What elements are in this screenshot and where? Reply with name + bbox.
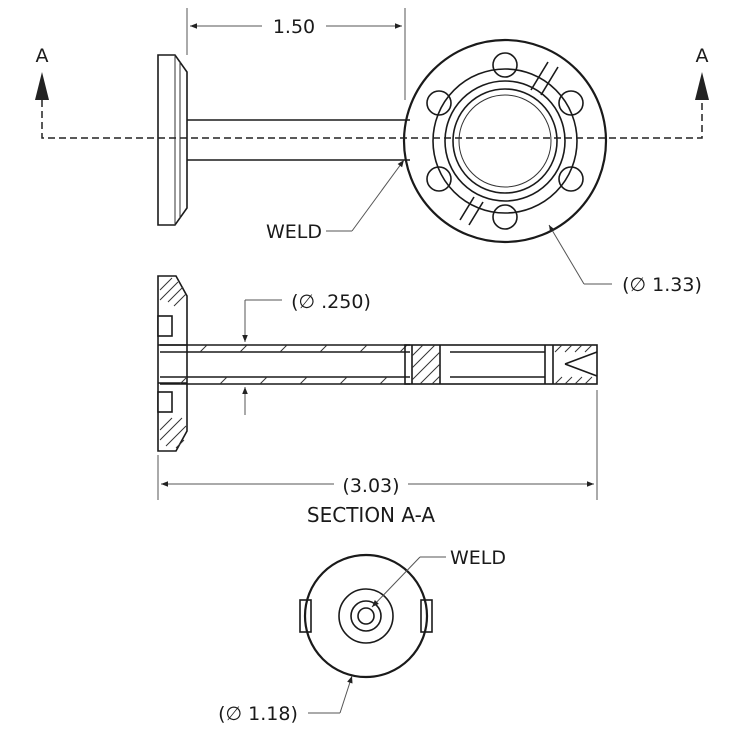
bolt-hole [426,166,452,192]
section-marker-right: A [696,45,709,67]
weld-label-bottom: WELD [450,547,506,569]
tube-top [187,119,410,161]
dim-overall-length-value: (3.03) [342,475,399,497]
dim-base-dia-text: ∅ 1.18 [226,703,291,725]
dim-tube-dia: (∅ .250) [242,291,371,415]
section-left-plate [157,275,188,452]
dim-tube-dia-text: ∅ .250 [299,291,364,313]
dim-length-top-value: 1.50 [273,16,315,38]
bolt-hole [492,52,518,78]
section-line: A A [35,45,709,139]
dim-overall-length-text: 3.03 [350,475,392,497]
weld-leader-bottom: WELD [371,547,506,608]
conflat-flange [402,38,608,244]
dim-flange-dia: (∅ 1.33) [548,224,702,296]
section-flange [404,344,598,385]
section-marker-left: A [36,45,49,67]
section-view: (∅ .250) (3.03) SECTION A-A [157,275,598,527]
bolt-hole [558,90,584,116]
dim-base-dia: (∅ 1.18) [218,675,353,725]
bolt-hole [558,166,584,192]
dim-flange-dia-text: ∅ 1.33 [630,274,695,296]
top-view: A A 1.50 WELD (∅ 1.33) [35,8,709,296]
dim-tube-dia-value: (∅ .250) [291,291,371,313]
section-tube [160,344,410,385]
dim-flange-dia-value: (∅ 1.33) [622,274,702,296]
end-view: WELD (∅ 1.18) [218,547,506,725]
bolt-hole [426,90,452,116]
dim-base-dia-value: (∅ 1.18) [218,703,298,725]
bolt-hole [492,204,518,230]
left-plate [157,54,188,226]
dim-length-top: 1.50 [186,8,406,100]
section-title: SECTION A-A [307,503,435,527]
dim-overall-length: (3.03) [157,390,598,500]
weld-label-top: WELD [266,221,322,243]
weld-leader-top: WELD [266,159,405,243]
